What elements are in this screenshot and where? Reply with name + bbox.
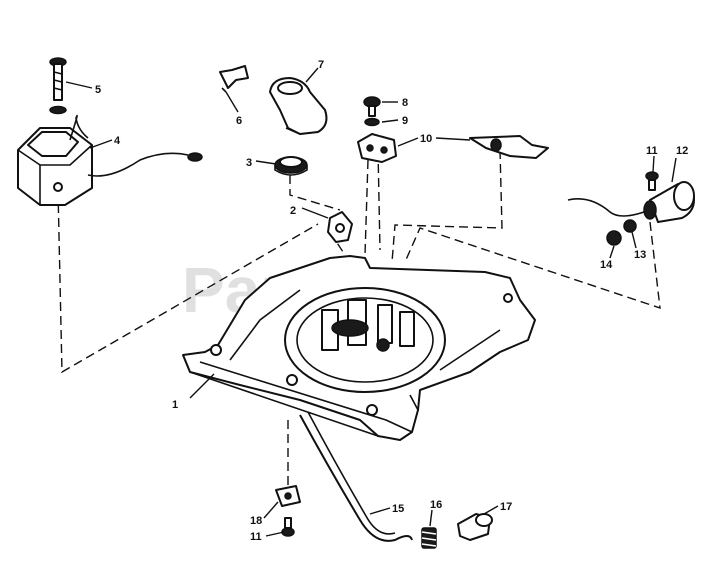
callout-9: 9: [402, 115, 408, 127]
part-13-nut: [623, 219, 637, 233]
callout-11-bottom: 11: [250, 531, 262, 543]
callout-16: 16: [430, 499, 442, 511]
callout-10: 10: [420, 133, 432, 145]
callout-4: 4: [114, 135, 121, 147]
part-4-ignition-module: [17, 114, 203, 206]
callout-11-top: 11: [646, 145, 658, 157]
callout-13: 13: [634, 249, 646, 261]
part-7-arm: [269, 77, 328, 135]
part-6-bracket: [219, 65, 249, 93]
part-11-screw-bottom: [281, 517, 295, 537]
callout-18: 18: [250, 515, 262, 527]
callout-15: 15: [392, 503, 404, 515]
callout-1: 1: [172, 399, 178, 411]
assembly-dashed-lines: [57, 149, 661, 488]
callout-12: 12: [676, 145, 688, 157]
part-12-solenoid: [567, 181, 695, 223]
part-9-washer: [364, 117, 380, 127]
callout-6: 6: [236, 115, 242, 127]
callout-17: 17: [500, 501, 512, 513]
part-1-base-plate: [182, 255, 536, 441]
leader-lines: [65, 67, 677, 537]
callout-5: 5: [95, 84, 101, 96]
part-14-cap: [606, 230, 622, 246]
part-16-spring: [421, 527, 437, 549]
part-10-switch-bracket: [357, 133, 549, 163]
part-11-screw-top: [645, 171, 659, 191]
callout-3: 3: [246, 157, 252, 169]
part-17-elbow-fitting: [457, 513, 493, 541]
callout-labels: 1 2 3 4 5 6 7 8 9 10 11 12 13 14 15 16 1…: [95, 59, 688, 543]
part-5-screw: [49, 57, 67, 115]
part-8-screw: [363, 96, 381, 117]
part-2-gasket: [327, 211, 353, 243]
callout-8: 8: [402, 97, 408, 109]
callout-2: 2: [290, 205, 296, 217]
part-3-seal: [274, 156, 308, 176]
callout-7: 7: [318, 59, 324, 71]
callout-14: 14: [600, 259, 613, 271]
part-18-clip: [275, 485, 301, 507]
